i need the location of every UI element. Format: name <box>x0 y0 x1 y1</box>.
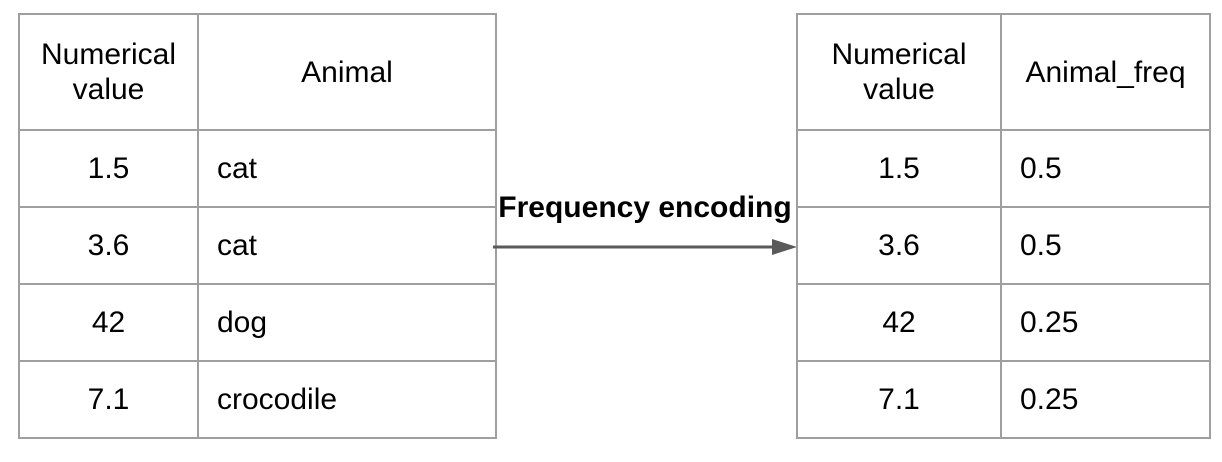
numerical-value-cell: 7.1 <box>796 360 1002 439</box>
encoded-data-table: Numerical value Animal_freq 1.5 0.5 3.6 … <box>796 13 1211 439</box>
original-data-table: Numerical value Animal 1.5 cat 3.6 cat 4… <box>18 13 497 439</box>
animal-cell: dog <box>197 283 497 362</box>
table-row: 42 dog <box>18 283 497 362</box>
numerical-value-cell: 3.6 <box>796 206 1002 285</box>
animal-freq-cell: 0.5 <box>1000 206 1211 285</box>
header-label: Numerical value <box>40 38 177 106</box>
numerical-value-cell: 1.5 <box>796 129 1002 208</box>
numerical-value-cell: 42 <box>18 283 199 362</box>
header-animal-freq: Animal_freq <box>1000 13 1211 131</box>
table-row: 7.1 0.25 <box>796 360 1211 439</box>
numerical-value-cell: 3.6 <box>18 206 199 285</box>
animal-freq-cell: 0.25 <box>1000 283 1211 362</box>
table-row: 3.6 cat <box>18 206 497 285</box>
animal-freq-cell: 0.25 <box>1000 360 1211 439</box>
header-animal: Animal <box>197 13 497 131</box>
header-label: Animal <box>301 55 393 89</box>
header-numerical-value: Numerical value <box>796 13 1002 131</box>
numerical-value-cell: 42 <box>796 283 1002 362</box>
animal-cell: cat <box>197 206 497 285</box>
numerical-value-cell: 7.1 <box>18 360 199 439</box>
table-row: 7.1 crocodile <box>18 360 497 439</box>
table-header-row: Numerical value Animal_freq <box>796 13 1211 131</box>
table-row: 42 0.25 <box>796 283 1211 362</box>
table-row: 1.5 0.5 <box>796 129 1211 208</box>
animal-cell: cat <box>197 129 497 208</box>
table-row: 3.6 0.5 <box>796 206 1211 285</box>
animal-freq-cell: 0.5 <box>1000 129 1211 208</box>
header-label: Numerical value <box>831 38 967 106</box>
numerical-value-cell: 1.5 <box>18 129 199 208</box>
table-row: 1.5 cat <box>18 129 497 208</box>
header-numerical-value: Numerical value <box>18 13 199 131</box>
frequency-encoding-label: Frequency encoding <box>498 191 792 224</box>
right-arrow-icon <box>490 232 800 262</box>
animal-cell: crocodile <box>197 360 497 439</box>
table-header-row: Numerical value Animal <box>18 13 497 131</box>
header-label: Animal_freq <box>1025 55 1186 89</box>
